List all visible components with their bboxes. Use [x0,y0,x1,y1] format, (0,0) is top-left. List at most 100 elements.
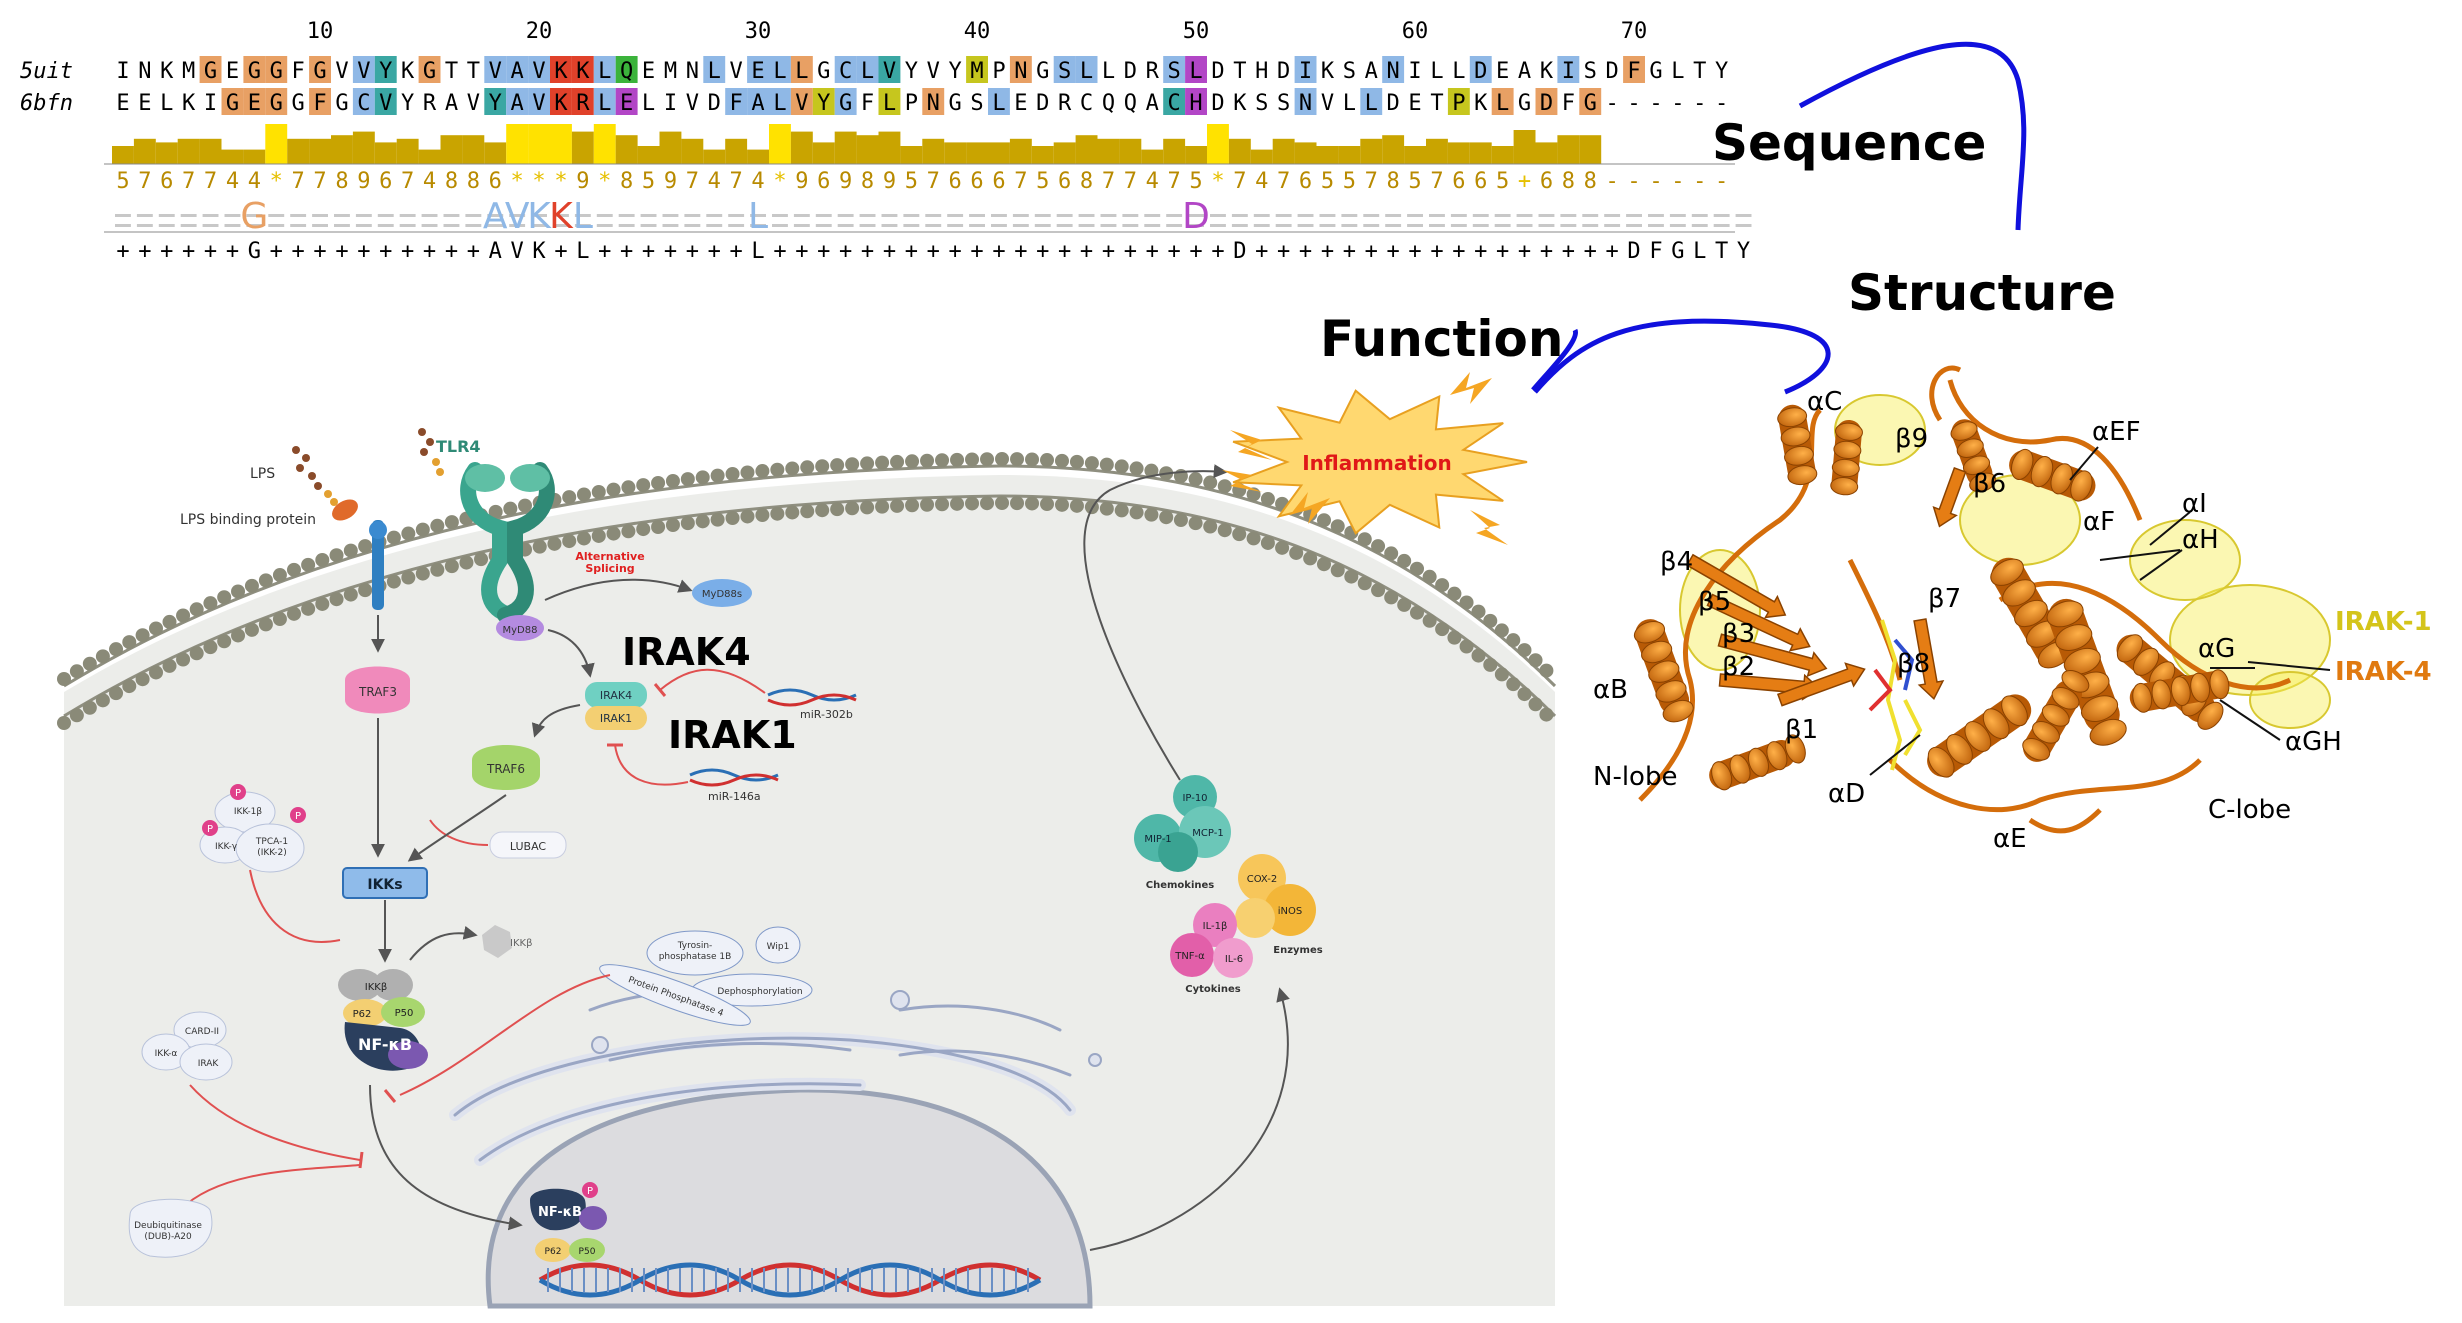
residue: Y [817,91,830,116]
residue: K [1540,59,1554,84]
conservation-bar [637,146,660,164]
residue: G [949,91,962,116]
conservation-score: * [1211,169,1224,194]
conservation-bar [1360,138,1383,164]
conservation-score: 7 [138,169,151,194]
residue-cell [834,88,857,115]
conservation-score: 8 [620,169,633,194]
conservation-score: 8 [1584,169,1597,194]
residue: + [992,239,1005,264]
seq2-name: 6bfn [20,91,73,116]
residue: E [1014,91,1027,116]
tnfa-label: TNF-α [1174,951,1205,962]
residue: F [730,91,743,116]
residue: V [795,91,808,116]
residue: + [839,239,852,264]
residue: + [204,239,217,264]
ikks-label: IKKs [367,877,402,893]
residue-cell [1294,56,1317,83]
residue: + [357,239,370,264]
residue-cell [856,56,879,83]
residue-cell [747,88,769,115]
residue: + [1365,239,1378,264]
function-structure-arc [1533,318,1831,395]
residue: N [927,91,940,116]
inflammation-sparks [1222,372,1508,545]
residue: L [1693,239,1706,264]
residue-cell [878,88,901,115]
residue: V [335,59,348,84]
conservation-score: 7 [730,169,743,194]
conservation-bar [396,138,419,164]
conservation-bar [725,138,748,164]
seq1-name: 5uit [20,59,73,84]
tlr4-receptor [460,462,555,623]
lps-binding-label: LPS binding protein [180,512,316,528]
myd88s-node [692,579,752,607]
residue: - [1715,91,1728,116]
conservation-score: - [1606,169,1619,194]
residue: - [1671,91,1684,116]
residue: + [664,239,677,264]
residue: + [1474,239,1487,264]
residue: + [883,239,896,264]
conservation-score: 6 [949,169,962,194]
residue: + [1299,239,1312,264]
sequence-structure-arc [1798,41,2027,231]
residue: R [423,91,437,116]
residue: D [1387,91,1400,116]
cox2-label: COX-2 [1247,874,1278,885]
conservation-score: 7 [1430,169,1443,194]
mip1-label: MIP-1 [1144,834,1171,845]
conservation-bar [199,138,222,164]
label-c-lobe: C-lobe [2208,795,2291,825]
conservation-bar [1250,149,1273,164]
conservation-score: 7 [1014,169,1027,194]
residue: K [401,59,415,84]
conservation-score: 6 [1540,169,1553,194]
residue: D [1540,91,1553,116]
irak-label: IRAK [198,1059,220,1069]
residue: L [598,91,611,116]
residue-cell [1491,88,1514,115]
conservation-bar [856,135,879,164]
lps-molecule [292,428,444,506]
function-heading: Function [1320,310,1563,368]
residue: D [1277,59,1290,84]
residue: D [708,91,721,116]
logo-letter: G [240,196,268,237]
residue: L [642,91,655,116]
residue: V [883,59,896,84]
residue: L [1189,59,1202,84]
residue: + [401,239,414,264]
residue: G [226,91,239,116]
residue: - [1606,91,1619,116]
pathway-panel: LPS LPS binding protein TLR4 MyD88 Alter… [57,372,1557,1309]
residue: G [1671,239,1684,264]
residue: V [489,59,502,84]
conservation-bar [528,124,550,164]
residue: L [1452,59,1465,84]
conservation-score: 4 [226,169,239,194]
residue: F [1649,239,1662,264]
residue-cell [1009,56,1032,83]
logo-letter: V [505,196,530,237]
residue: L [1102,59,1115,84]
residue: + [620,239,633,264]
residue: V [1321,91,1334,116]
conservation-bar [1491,146,1514,164]
conservation-bar [1535,142,1558,164]
conservation-bar [352,131,375,164]
conservation-bar [440,135,463,164]
residue: A [1146,91,1159,116]
cytokines-label: Cytokines [1185,984,1240,995]
traf6-label: TRAF6 [486,762,525,776]
conservation-score: 9 [795,169,808,194]
conservation-bar [988,142,1010,164]
residue: P [1452,91,1465,116]
svg-text:P: P [235,788,241,799]
residue: D [1474,59,1487,84]
residue: Y [379,59,392,84]
residue: V [730,59,743,84]
conservation-bar [1031,146,1054,164]
